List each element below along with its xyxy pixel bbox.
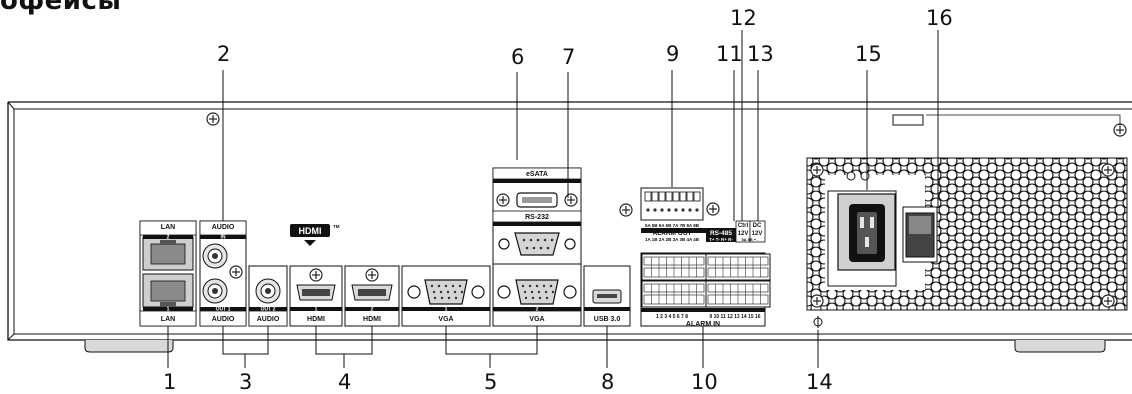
label-audio-out1: OUT 1 — [216, 307, 231, 313]
callout-3: 3 — [239, 370, 253, 394]
label-alarm-in-nums-right: 9 10 11 12 13 14 15 16 — [709, 314, 760, 320]
label-lan-top-num: 2 — [167, 235, 170, 241]
label-hdmi-tm: TM — [333, 224, 340, 229]
callout-14: 14 — [806, 370, 833, 394]
callout-12: 12 — [730, 6, 757, 30]
alarm-in-terminals — [640, 252, 771, 327]
callout-13: 13 — [747, 42, 774, 66]
label-usb: USB 3.0 — [594, 316, 621, 323]
label-dc-pins: 5A 5B + - — [741, 237, 759, 242]
label-ctrl-12v: 12V — [738, 231, 749, 237]
label-alarm-in: ALARM IN — [686, 321, 720, 328]
power-supply — [806, 157, 1128, 311]
label-hdmi1-num: 1 — [315, 307, 318, 313]
label-dc: DC — [753, 223, 762, 229]
callout-8: 8 — [601, 370, 615, 394]
usb-port — [583, 265, 631, 327]
label-rs485-pins: T+ T- R+ R- — [709, 237, 733, 242]
port-labels: LAN 2 1 LAN AUDIO IN OUT 1 AUDIO OUT 2 A… — [161, 171, 763, 328]
label-audio-bottom1: AUDIO — [212, 316, 235, 323]
label-lan-bottom: LAN — [161, 316, 175, 323]
callout-5: 5 — [484, 370, 498, 394]
callout-4: 4 — [338, 370, 352, 394]
audio-ports — [199, 220, 288, 327]
label-hdmi2: HDMI — [363, 316, 381, 323]
label-audio-out2: OUT 2 — [261, 307, 276, 313]
label-audio-in: IN — [221, 235, 226, 241]
callout-2: 2 — [217, 42, 231, 66]
label-alarm-out-nums-bottom: 1A 1B 2A 2B 3A 3B 4A 4B — [645, 237, 700, 242]
callout-1: 1 — [163, 370, 177, 394]
chassis — [7, 101, 1132, 353]
header-text: офейсы — [0, 0, 122, 16]
label-vga2-num: 2 — [536, 307, 539, 313]
leader-lines — [167, 30, 939, 368]
label-lan-top: LAN — [161, 224, 175, 231]
callout-16: 16 — [926, 6, 953, 30]
alarm-out-terminal — [619, 187, 766, 243]
label-hdmi-logo: HDMI — [299, 226, 322, 236]
label-audio-bottom2: AUDIO — [257, 316, 280, 323]
lan-ports — [139, 220, 197, 327]
label-alarm-out: ALARM OUT — [653, 230, 692, 237]
ground-terminal — [813, 316, 823, 328]
callout-10: 10 — [691, 370, 718, 394]
label-alarm-out-nums-top: 5A 5B 6A 6B 7A 7B 8A 8B — [645, 223, 700, 228]
label-hdmi1: HDMI — [307, 316, 325, 323]
label-dc-12v: 12V — [752, 231, 763, 237]
callout-6: 6 — [511, 45, 525, 69]
label-lan-bottom-num: 1 — [167, 307, 170, 313]
label-rs232: RS-232 — [525, 214, 549, 221]
label-ctrl: Ctrl — [738, 223, 749, 229]
label-alarm-in-nums-left: 1 2 3 4 5 6 7 8 — [656, 314, 688, 320]
label-rs485: RS-485 — [710, 230, 732, 237]
label-esata: eSATA — [526, 171, 548, 178]
label-vga2: VGA — [529, 316, 544, 323]
label-vga1: VGA — [438, 316, 453, 323]
esata-rs232-vga2-stack — [492, 167, 582, 327]
label-vga1-num: 1 — [445, 307, 448, 313]
label-hdmi2-num: 2 — [371, 307, 374, 313]
label-audio-top: AUDIO — [212, 224, 235, 231]
callout-15: 15 — [855, 42, 882, 66]
hdmi-logo-badge — [290, 224, 330, 246]
callout-9: 9 — [666, 42, 680, 66]
callout-7: 7 — [562, 45, 576, 69]
vga-port-1 — [401, 265, 491, 327]
callout-11: 11 — [716, 42, 743, 66]
